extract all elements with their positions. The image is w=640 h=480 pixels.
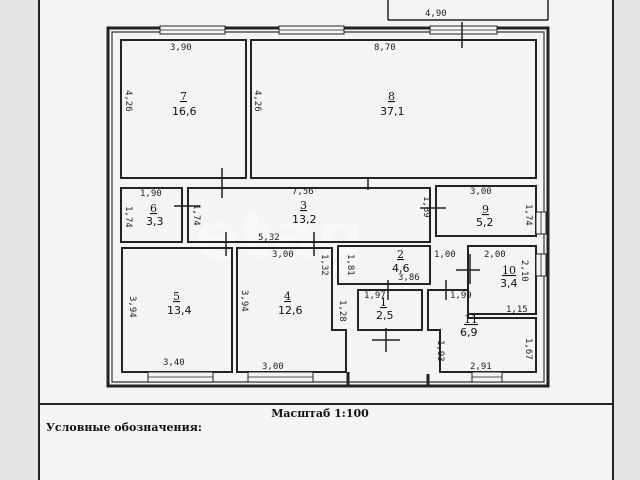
legend-label: Условные обозначения: (46, 421, 202, 434)
room-8-area: 37,1 (380, 105, 405, 118)
dim-r11-bottom: 2,91 (470, 362, 492, 372)
room-9-number: 9 (482, 203, 489, 216)
dim-r11-side-l: 1,93 (435, 340, 445, 362)
dim-r5-side: 3,94 (127, 296, 137, 318)
dim-r10-bottom: 1,15 (506, 305, 528, 315)
room-1-outline (357, 289, 423, 331)
room-7-outline (120, 39, 247, 179)
plan-sheet (38, 0, 614, 480)
dim-corr-side: 1,74 (191, 204, 201, 226)
scale-label: Масштаб 1:100 (271, 407, 369, 420)
dim-r9-top: 3,00 (470, 187, 492, 197)
room-2-area: 4,6 (392, 262, 410, 275)
room-labels: 7 16,6 8 37,1 6 3,3 3 13,2 9 5,2 2 4,6 1… (146, 90, 518, 339)
room-3-area: 13,2 (292, 213, 317, 226)
dim-corr-mid: 5,32 (258, 233, 280, 243)
dim-r5-top: 3,00 (272, 250, 294, 260)
watermark: etag (195, 200, 366, 274)
dim-r4-side-l: 3,94 (239, 290, 249, 312)
room-9-outline (435, 185, 537, 237)
outer-walls (106, 26, 550, 388)
room-6-number: 6 (150, 202, 157, 215)
room-8-number: 8 (388, 90, 395, 103)
dim-r11-side-r: 1,67 (523, 338, 533, 360)
sheet-divider (38, 403, 612, 405)
room-4-outline (236, 247, 347, 373)
top-frame (387, 0, 549, 21)
dim-r10-side: 2,10 (519, 260, 529, 282)
room-4-number: 4 (284, 290, 291, 303)
dim-r2-side: 1,81 (345, 254, 355, 276)
room-7-area: 16,6 (172, 105, 197, 118)
dimension-labels: 3,90 4,26 8,70 4,26 1,90 1,74 7,56 1,74 … (123, 43, 533, 372)
room-11-number: 11 (464, 313, 478, 326)
dim-r4-side-r: 1,32 (319, 254, 329, 276)
dim-r7-top: 3,90 (170, 43, 192, 53)
room-5-number: 5 (173, 290, 180, 303)
top-dimension: 4,90 (425, 9, 447, 19)
room-2-number: 2 (397, 248, 404, 261)
window-mullions (148, 29, 542, 378)
room-6-outline (120, 187, 183, 243)
room-10-number: 10 (502, 264, 516, 277)
room-4-area: 12,6 (278, 304, 303, 317)
door-marks (174, 22, 480, 352)
dim-r8-top: 8,70 (374, 43, 396, 53)
room-10-outline (467, 245, 537, 315)
dim-r5-bottom: 3,40 (163, 358, 185, 368)
dim-r2-width: 3,86 (398, 273, 420, 283)
room-7-number: 7 (180, 90, 187, 103)
dim-r4-side-r2: 1,28 (337, 300, 347, 322)
room-3-number: 3 (300, 199, 307, 212)
room-6-area: 3,3 (146, 215, 164, 228)
dim-r1-top: 1,97 (364, 291, 386, 301)
inner-outline (111, 31, 545, 383)
dim-r10-top: 2,00 (484, 250, 506, 260)
room-5-area: 13,4 (167, 304, 192, 317)
dim-r8-side: 4,26 (252, 90, 262, 112)
dim-r10-top-l: 1,00 (434, 250, 456, 260)
dim-r4-bottom: 3,00 (262, 362, 284, 372)
room-3-outline (187, 187, 431, 243)
room-10-area: 3,4 (500, 277, 518, 290)
room-11-outline (427, 289, 537, 373)
room-1-number: 1 (380, 296, 387, 309)
dim-corr-top: 7,56 (292, 187, 314, 197)
dim-r9-side-l: 1,89 (421, 196, 431, 218)
rooms (120, 39, 537, 373)
room-8-outline (250, 39, 537, 179)
dim-r6-side: 1,74 (123, 206, 133, 228)
dim-r7-side: 4,26 (123, 90, 133, 112)
room-11-area: 6,9 (460, 326, 478, 339)
room-9-area: 5,2 (476, 216, 494, 229)
dim-r6-top: 1,90 (140, 189, 162, 199)
dim-r11-top: 1,99 (450, 291, 472, 301)
room-2-outline (337, 245, 431, 285)
room-1-area: 2,5 (376, 309, 394, 322)
dim-r9-side-r: 1,74 (523, 204, 533, 226)
